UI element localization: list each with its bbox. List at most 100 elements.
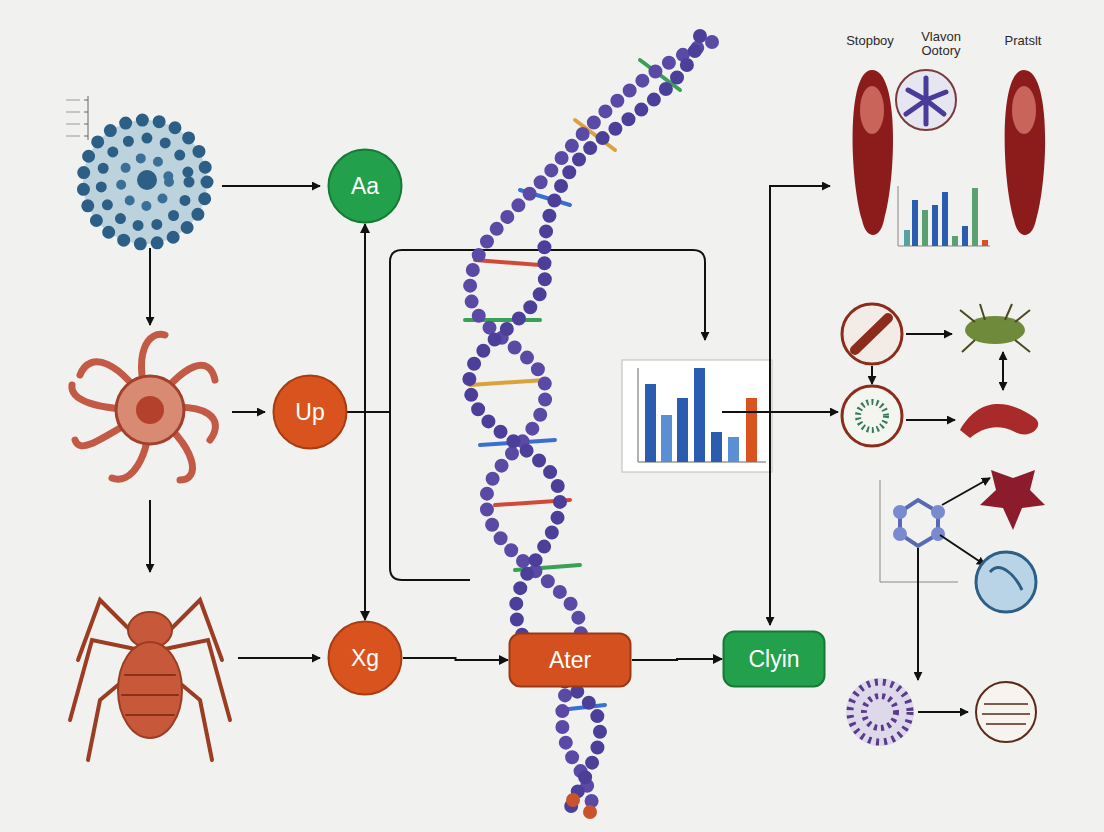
organism-cycle — [842, 304, 902, 364]
molecule-panel — [918, 711, 968, 713]
dna-helix — [566, 793, 580, 807]
organism-cycle — [871, 366, 873, 384]
small-bar-chart — [952, 236, 958, 246]
small-bar-chart — [972, 188, 978, 246]
small-bar-chart — [912, 200, 918, 246]
mini-axis — [84, 136, 88, 137]
blue-cell — [83, 120, 207, 244]
organism-cycle — [960, 404, 1038, 438]
molecule-panel — [942, 478, 990, 505]
bacterium — [853, 70, 893, 235]
mini-axis — [84, 112, 88, 113]
dna-helix — [475, 260, 540, 265]
molecule-panel — [846, 678, 914, 746]
flow-connector — [348, 224, 365, 412]
small-bar-chart — [898, 186, 990, 246]
bacterium — [853, 70, 1045, 235]
bar-chart — [694, 368, 705, 462]
circle-node: Up — [272, 374, 348, 450]
node-label: Xg — [351, 645, 379, 671]
molecule-panel — [900, 500, 938, 546]
dna-helix — [583, 805, 597, 819]
organism-cycle — [842, 304, 1038, 446]
blue-cell — [83, 120, 207, 244]
organism-cycle — [842, 386, 902, 446]
organism-cycle — [872, 334, 1003, 420]
bar-chart — [622, 360, 772, 472]
flow-connector — [403, 658, 508, 660]
molecule-panel — [990, 568, 1022, 590]
trunk-line — [770, 186, 830, 625]
mini-axis — [66, 124, 80, 125]
mini-axis — [84, 100, 88, 101]
bacterium — [1012, 86, 1036, 134]
organism-cycle — [960, 304, 1030, 352]
molecule-panel — [931, 505, 945, 519]
node-label: Up — [295, 399, 324, 425]
mini-axis — [66, 136, 80, 137]
spider — [118, 642, 182, 738]
molecule-panel — [893, 505, 907, 519]
bracket-line — [347, 250, 705, 580]
node-outline — [329, 150, 402, 223]
process-box: Clyin — [722, 630, 826, 688]
blue-cell — [137, 170, 157, 190]
node-text-group: Xg — [351, 645, 379, 671]
spider — [122, 675, 178, 715]
bacterium — [1005, 70, 1045, 235]
molecule-panel — [864, 696, 896, 728]
molecule-panel — [846, 470, 1045, 746]
red-organism — [136, 396, 164, 424]
node-label: Ater — [549, 647, 591, 673]
dna-helix — [470, 380, 545, 385]
bar-chart — [677, 398, 688, 462]
mini-axis — [66, 100, 80, 101]
bacterium — [896, 70, 956, 130]
molecule-panel — [931, 527, 945, 541]
node-text-group: Aa — [351, 173, 379, 199]
molecule-panel — [893, 527, 907, 541]
flow-arrow — [222, 185, 320, 187]
trunk-line — [722, 186, 838, 625]
trunk-line — [722, 411, 838, 413]
node-label: Aa — [351, 173, 379, 199]
mini-axis — [66, 96, 88, 140]
mini-axis — [66, 112, 80, 113]
node-outline — [510, 634, 631, 687]
flow-arrow — [149, 500, 151, 572]
bar-chart — [661, 415, 672, 462]
dna-helix — [469, 36, 700, 810]
molecule-panel — [976, 552, 1036, 612]
small-bar-chart — [942, 192, 948, 246]
mini-axis — [84, 124, 88, 125]
small-bar-chart — [898, 186, 899, 246]
small-bar-chart — [904, 230, 910, 246]
bacterium — [860, 86, 884, 134]
bar-chart — [728, 437, 739, 462]
node-label: Clyin — [748, 646, 799, 672]
bar-chart — [746, 398, 757, 462]
bar-chart — [645, 384, 656, 462]
circle-node: Aa — [327, 148, 403, 224]
node-outline — [329, 622, 402, 695]
bar-chart — [622, 360, 772, 472]
flow-arrow — [238, 657, 320, 659]
organism-cycle — [1002, 352, 1004, 390]
small-bar-chart — [982, 240, 988, 246]
organism-cycle — [906, 333, 952, 335]
bar-chart — [711, 432, 722, 462]
molecule-panel — [976, 682, 1036, 742]
flow-arrow — [149, 248, 151, 325]
flow-arrow — [232, 411, 265, 413]
process-box: Ater — [508, 632, 632, 688]
molecule-panel — [980, 470, 1045, 530]
small-bar-chart — [922, 210, 928, 246]
small-bar-chart — [932, 205, 938, 246]
blue-cell — [83, 120, 207, 244]
image-caption: Stopboy — [835, 34, 905, 48]
small-bar-chart — [962, 226, 968, 246]
blue-cell — [101, 138, 189, 226]
